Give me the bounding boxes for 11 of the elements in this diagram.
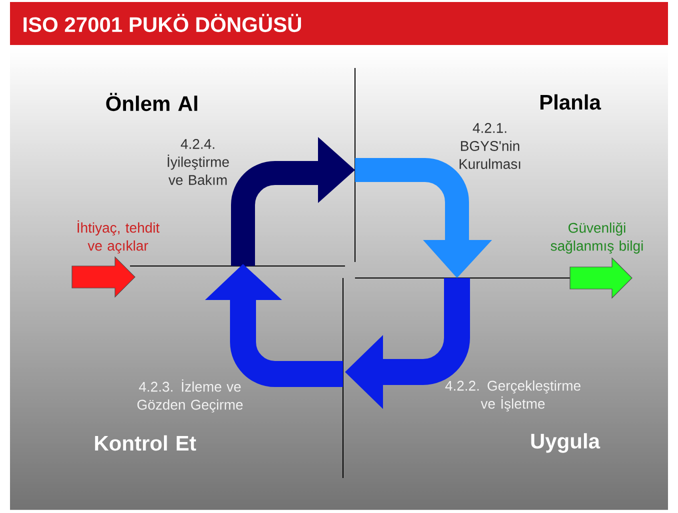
quadrant-title: Uygula [531,433,600,453]
step-label: 4.2.1. BGYS'nin Kurulması [460,123,520,169]
step-label: 4.2.4. İyileştirme ve Bakım [168,139,229,185]
step-label: 4.2.2. Gerçekleştirme ve İşletme [445,380,580,412]
quadrant-title: Planla [540,94,602,110]
input-label: İhtiyaç, tehdit ve açıklar [78,220,160,254]
quadrant-title: Kontrol Et [95,435,196,451]
title-bar: ISO 27001 PUKÖ DÖNGÜSÜ [10,2,668,45]
step-label: 4.2.3. İzleme ve Gözden Geçirme [137,379,243,413]
output-label: Güvenliği sağlanmış bilgi [550,222,643,254]
quadrant-title: Önlem Al [106,92,198,112]
